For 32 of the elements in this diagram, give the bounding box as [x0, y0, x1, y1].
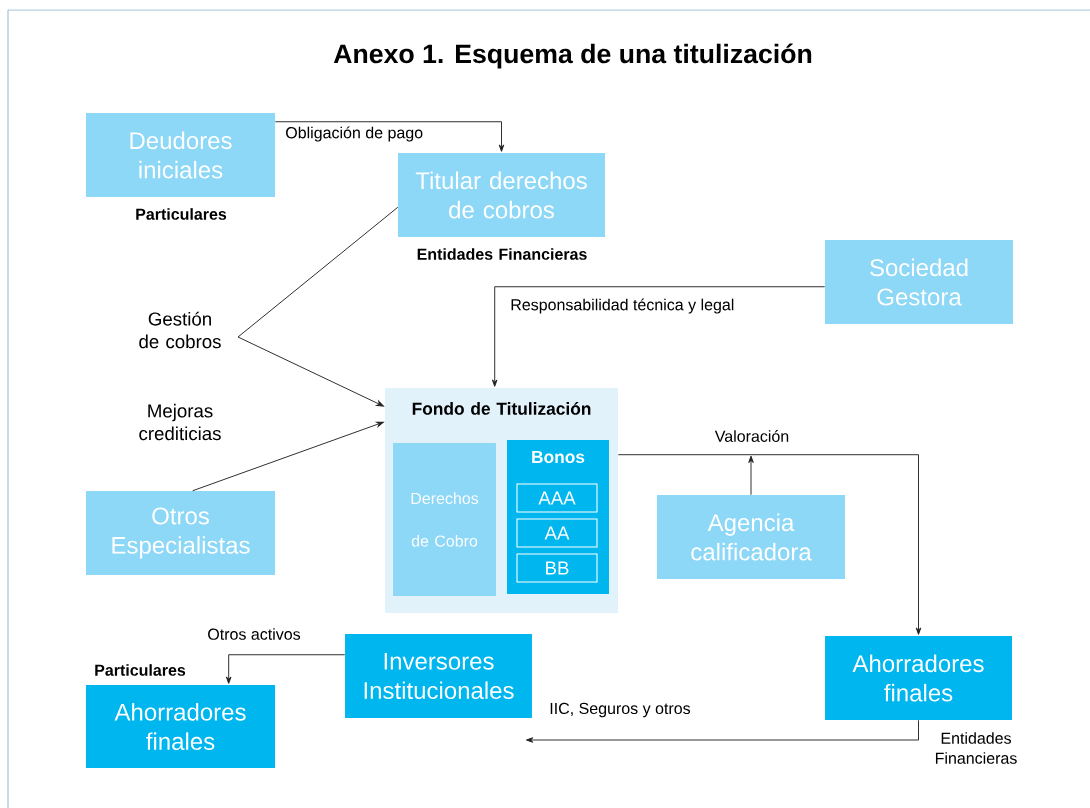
edge-label: Mejoras crediticias: [139, 403, 221, 441]
process-box: Sociedad Gestora: [825, 240, 1013, 324]
process-box: Titular derechos de cobros: [398, 153, 605, 237]
arrow: [617, 454, 922, 635]
caption-text: Particulares: [136, 208, 227, 220]
caption-text: Entidades Financieras: [935, 732, 1017, 764]
rating-box: AA: [516, 518, 598, 548]
arrow: [748, 455, 754, 496]
process-box: Inversores Institucionales: [345, 634, 532, 718]
process-box: Ahorradores finales: [825, 636, 1012, 720]
arrow: [525, 719, 919, 743]
arrow: [274, 121, 505, 152]
arrow: [491, 286, 826, 387]
arrow: [237, 206, 399, 407]
edge-label: Valoración: [712, 428, 792, 444]
process-box: Agencia calificadora: [657, 495, 845, 579]
caption-text: Particulares: [95, 664, 186, 676]
edge-label: Gestión de cobros: [139, 311, 221, 349]
edge-label: Responsabilidad técnica y legal: [508, 296, 737, 316]
rating-box: BB: [516, 553, 598, 583]
rating-box: AAA: [516, 483, 598, 513]
title: Anexo 1. Esquema de una titulización: [333, 43, 812, 69]
edge-label: IIC, Seguros y otros: [547, 700, 693, 720]
edge-label: Otros activos: [205, 626, 303, 642]
process-box: Ahorradores finales: [85, 685, 276, 768]
arrow: [192, 421, 384, 492]
edge-label: Obligación de pago: [283, 124, 426, 144]
process-box: Derechos de Cobro: [393, 442, 496, 597]
arrow: [225, 654, 346, 684]
caption-text: Entidades Financieras: [417, 248, 587, 260]
process-box: Deudores iniciales: [85, 113, 276, 197]
process-box: Otros Especialistas: [85, 491, 276, 575]
